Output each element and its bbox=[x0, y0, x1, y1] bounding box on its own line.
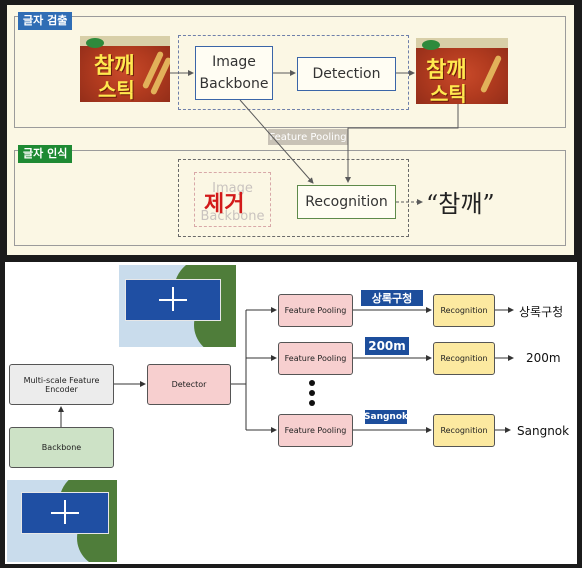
recognition-node: Recognition bbox=[433, 294, 495, 327]
brand-logo bbox=[422, 40, 440, 50]
output-text: Sangnok bbox=[517, 424, 570, 438]
brand-logo bbox=[86, 38, 104, 48]
detection-node: Detection bbox=[297, 57, 396, 91]
removed-backbone-line2: Backbone bbox=[200, 209, 265, 224]
recognition-node: Recognition bbox=[433, 342, 495, 375]
recognition-node: Recognition bbox=[433, 414, 495, 447]
image-backbone-node: Image Backbone bbox=[195, 46, 273, 100]
top-arrows bbox=[170, 70, 459, 205]
text-label: Sangnok bbox=[364, 410, 408, 424]
detection-tag: 글자 검출 bbox=[18, 12, 73, 30]
node-line: Image bbox=[212, 54, 256, 70]
output-text: 상록구청 bbox=[519, 305, 564, 319]
ellipsis-dot bbox=[309, 390, 315, 396]
bottom-arrows bbox=[58, 307, 514, 433]
sign-arrow bbox=[64, 500, 66, 524]
backbone-node: Backbone bbox=[9, 427, 114, 468]
snack-subtitle: 스틱 bbox=[98, 78, 135, 102]
detection-section bbox=[14, 16, 566, 128]
feature-pooling-node: Feature Pooling bbox=[278, 342, 353, 375]
text-label: 상록구청 bbox=[361, 290, 423, 306]
snack-title: 참깨 bbox=[94, 54, 135, 79]
node-line: Backbone bbox=[199, 76, 269, 92]
snack-title: 참깨 bbox=[426, 58, 467, 83]
recognition-tag: 글자 인식 bbox=[18, 145, 73, 163]
feature-pooling-node: Feature Pooling bbox=[278, 414, 353, 447]
sign-arrow bbox=[172, 287, 174, 311]
snack-subtitle: 스틱 bbox=[430, 82, 467, 104]
removed-backbone-line1: Image bbox=[212, 181, 253, 196]
sign-photo-detected bbox=[119, 265, 236, 347]
output-text: 200m bbox=[526, 351, 561, 365]
package-band bbox=[80, 36, 170, 46]
snack-package-image: 참깨 스틱 bbox=[80, 36, 170, 102]
ellipsis-dot bbox=[309, 400, 315, 406]
recognition-node: Recognition bbox=[297, 185, 396, 219]
recognition-model-box bbox=[178, 159, 409, 237]
multiscale-encoder-node: Multi-scale Feature Encoder bbox=[9, 364, 114, 405]
sign-photo-input bbox=[7, 480, 117, 562]
package-band bbox=[416, 38, 508, 48]
detector-node: Detector bbox=[147, 364, 231, 405]
feature-pooling-label: Feature Pooling bbox=[268, 129, 348, 145]
feature-pooling-node: Feature Pooling bbox=[278, 294, 353, 327]
recognition-section bbox=[14, 150, 566, 246]
ellipsis-dot bbox=[309, 380, 315, 386]
recognition-output: “참깨” bbox=[426, 190, 495, 218]
removed-label: 제거 bbox=[204, 192, 245, 217]
snack-package-image-detected: 참깨 스틱 bbox=[416, 38, 508, 104]
removed-backbone-box bbox=[194, 172, 271, 227]
text-label: 200m bbox=[365, 337, 409, 355]
